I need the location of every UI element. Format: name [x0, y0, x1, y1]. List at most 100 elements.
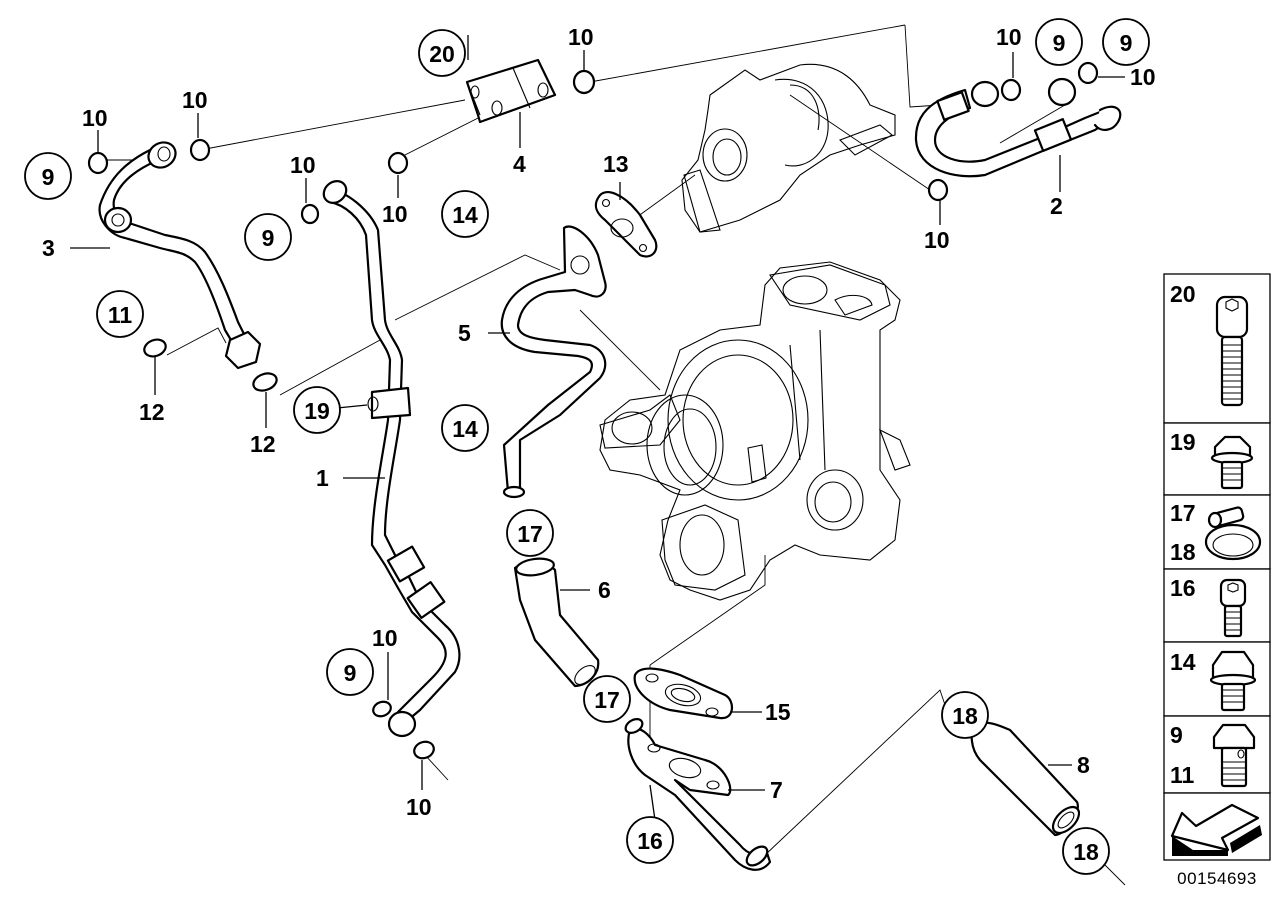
label-part-10[interactable]: 10: [372, 625, 398, 651]
seal-ring[interactable]: [387, 151, 409, 175]
label-part-10[interactable]: 10: [924, 227, 950, 253]
turbo-detail: [819, 329, 826, 471]
label-part-2[interactable]: 2: [1050, 193, 1063, 219]
hose-8[interactable]: [970, 721, 1084, 838]
gasket-13-body: [594, 191, 658, 258]
turbocharger-upper-reference: [681, 63, 896, 233]
flange-hole: [570, 255, 590, 275]
turbo-detail: [789, 344, 801, 461]
callout-18[interactable]: 18: [1062, 827, 1110, 875]
seal-ring[interactable]: [412, 739, 436, 761]
assembly-line: [424, 754, 449, 781]
banjo-hole: [157, 146, 171, 162]
adapter-block-body: [465, 58, 557, 124]
callout-18[interactable]: 18: [941, 691, 989, 739]
label-part-10[interactable]: 10: [290, 152, 316, 178]
callout-9[interactable]: 9: [24, 152, 72, 200]
callout-9[interactable]: 9: [1102, 18, 1150, 66]
socket-head-cap-screw-long-icon: [1215, 295, 1249, 407]
callout-16[interactable]: 16: [626, 816, 674, 864]
direction-arrow-icon: [1170, 803, 1262, 856]
label-part-12[interactable]: 12: [250, 431, 276, 457]
seal-ring[interactable]: [1077, 61, 1099, 85]
label-part-6[interactable]: 6: [598, 577, 611, 603]
compressor-outlet-inner: [663, 408, 717, 486]
fastener-box-19[interactable]: 19: [1163, 422, 1271, 496]
seal-ring[interactable]: [142, 337, 168, 360]
callout-17[interactable]: 17: [506, 509, 554, 557]
seal-ring[interactable]: [87, 151, 109, 175]
callout-9[interactable]: 9: [326, 648, 374, 696]
fastener-box-17-18[interactable]: 17 18: [1163, 494, 1271, 570]
circled-labels: 20 9 9 9 9 9 11 14 14 19 17 17 16 18 18: [24, 18, 1150, 875]
label-part-4[interactable]: 4: [513, 151, 526, 177]
assembly-line: [579, 309, 661, 391]
hose-end: [574, 665, 596, 685]
assembly-line: [629, 174, 696, 223]
oil-line-3[interactable]: [98, 138, 262, 370]
fastener-box-16[interactable]: 16: [1163, 568, 1271, 643]
compressor-housing-inner: [682, 354, 794, 486]
seal-ring[interactable]: [572, 69, 596, 95]
callout-17[interactable]: 17: [583, 675, 631, 723]
oil-line-1[interactable]: [319, 177, 461, 738]
assembly-line: [279, 339, 381, 396]
direction-arrow-box[interactable]: [1163, 792, 1271, 861]
label-part-8[interactable]: 8: [1077, 752, 1090, 778]
part-labels: 1 2 3 4 5 6 7 8 10 10 10 10 10 10 10 10 …: [42, 24, 1156, 820]
block-hole: [491, 100, 503, 116]
label-part-1[interactable]: 1: [316, 465, 329, 491]
label-part-5[interactable]: 5: [458, 320, 471, 346]
fastener-box-9-11[interactable]: 9 11: [1163, 715, 1271, 794]
label-part-12[interactable]: 12: [139, 399, 165, 425]
fastener-panel: 20 19 17 18: [1163, 273, 1271, 888]
seal-ring[interactable]: [927, 178, 949, 202]
label-part-10[interactable]: 10: [568, 24, 594, 50]
label-part-10[interactable]: 10: [406, 794, 432, 820]
label-part-10[interactable]: 10: [182, 87, 208, 113]
label-part-3[interactable]: 3: [42, 235, 55, 261]
label-part-10[interactable]: 10: [996, 24, 1022, 50]
seal-ring[interactable]: [189, 138, 211, 162]
callout-19[interactable]: 19: [293, 386, 341, 434]
flange-bolt-hole: [647, 743, 661, 753]
seal-ring[interactable]: [251, 370, 279, 393]
callout-14[interactable]: 14: [441, 190, 489, 238]
block-edge: [466, 81, 481, 116]
callout-9[interactable]: 9: [244, 213, 292, 261]
return-line-5[interactable]: [500, 225, 607, 499]
label-part-10[interactable]: 10: [82, 105, 108, 131]
label-part-10[interactable]: 10: [382, 201, 408, 227]
callout-18-text: 18: [952, 703, 978, 729]
seal-rings: [87, 61, 1099, 761]
gasket-13[interactable]: [594, 191, 658, 258]
callout-20[interactable]: 20: [418, 29, 466, 77]
seal-ring[interactable]: [1000, 78, 1022, 102]
return-pipe-7[interactable]: [623, 716, 772, 871]
label-part-10[interactable]: 10: [1130, 64, 1156, 90]
seal-ring[interactable]: [371, 699, 393, 718]
hose-6[interactable]: [513, 556, 600, 688]
oil-line-2[interactable]: [914, 77, 1122, 178]
gasket-15-body: [633, 667, 733, 720]
gasket-15[interactable]: [633, 667, 733, 720]
adapter-block-4[interactable]: [465, 58, 557, 124]
callout-9-text: 9: [1120, 30, 1133, 56]
fastener-box-14[interactable]: 14: [1163, 641, 1271, 717]
banjo-fitting: [387, 710, 417, 738]
callout-9[interactable]: 9: [1035, 18, 1083, 66]
fastener-label: 19: [1170, 429, 1196, 455]
callout-11[interactable]: 11: [96, 290, 144, 338]
assembly-line: [904, 24, 941, 108]
label-part-7[interactable]: 7: [770, 777, 783, 803]
label-part-15[interactable]: 15: [765, 699, 791, 725]
assembly-line: [199, 99, 466, 151]
callout-14[interactable]: 14: [441, 404, 489, 452]
fastener-label: 14: [1170, 649, 1196, 675]
callout-14-text: 14: [452, 202, 478, 228]
turbo-upper-housing: [789, 84, 820, 131]
seal-ring[interactable]: [300, 203, 320, 225]
fastener-box-20[interactable]: 20: [1163, 273, 1271, 424]
turbo-exhaust-flange: [661, 504, 746, 591]
label-part-13[interactable]: 13: [603, 151, 629, 177]
